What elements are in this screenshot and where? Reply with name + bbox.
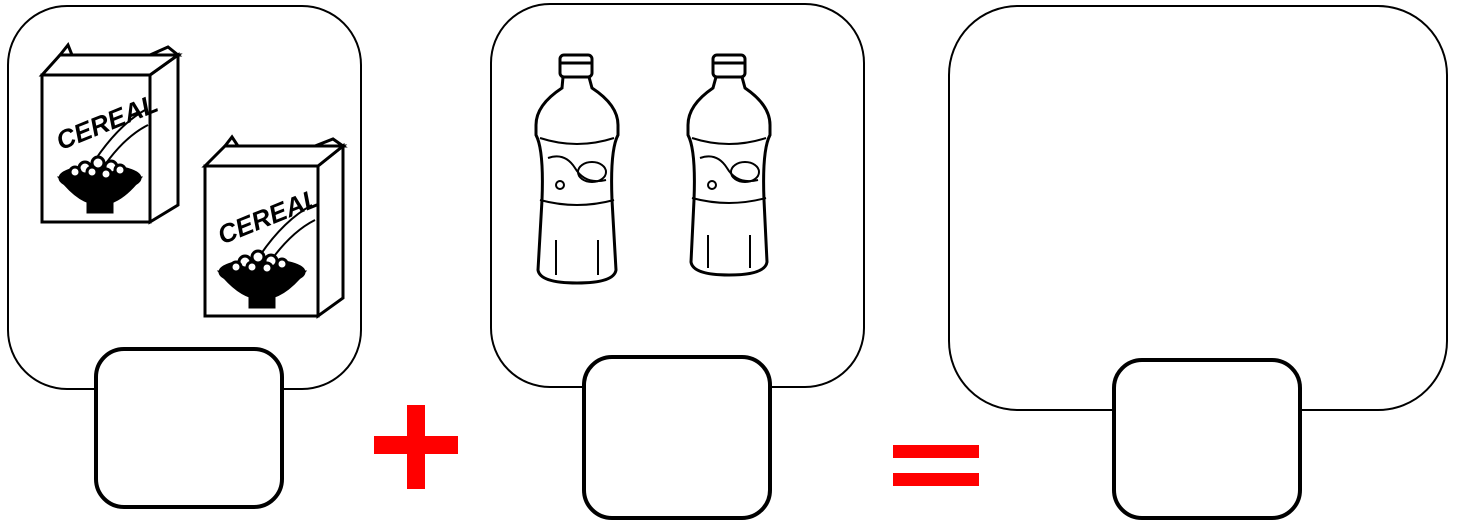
- plus-icon: [374, 405, 458, 489]
- group-panel-bottles: [490, 3, 865, 388]
- equals-icon: [893, 445, 979, 487]
- answer-box-3[interactable]: [1112, 358, 1302, 520]
- group-panel-cereal: [7, 5, 362, 390]
- answer-box-1[interactable]: [94, 347, 284, 509]
- result-panel: [948, 5, 1448, 411]
- answer-box-2[interactable]: [582, 355, 772, 520]
